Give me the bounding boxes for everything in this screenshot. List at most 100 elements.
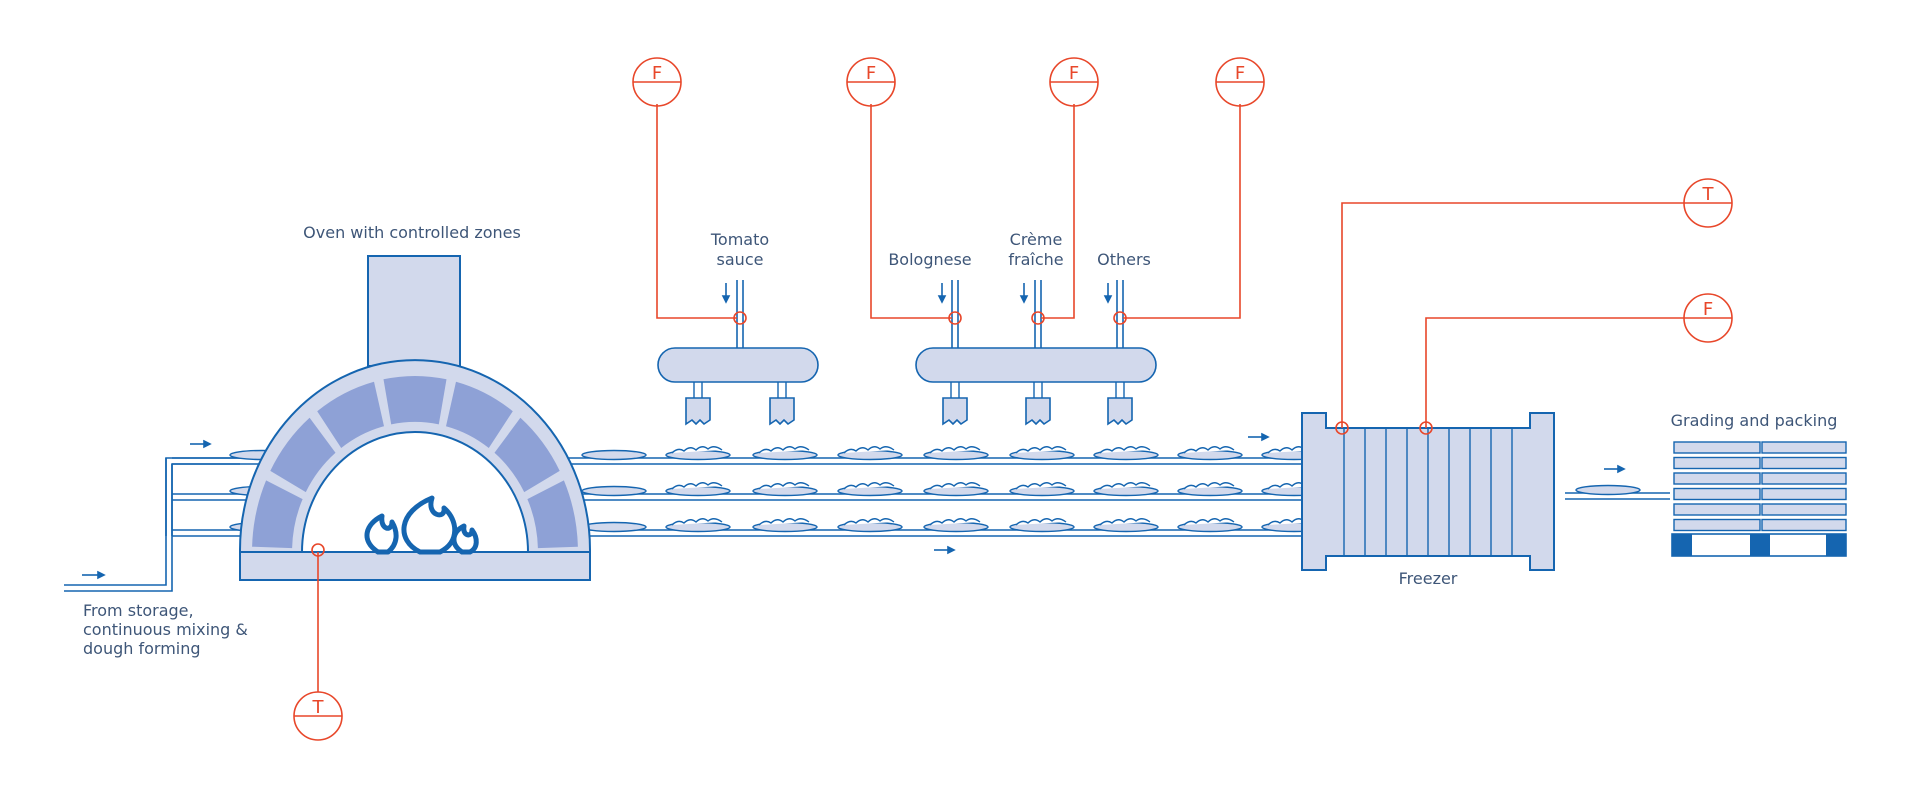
storage-label-line1: From storage, bbox=[83, 601, 194, 620]
packing-box bbox=[1673, 518, 1761, 532]
manifold-tomato bbox=[657, 347, 819, 383]
temperature-sensor-oven: T bbox=[293, 691, 343, 741]
freezer-plates bbox=[1343, 428, 1513, 556]
flow-arrow-icon bbox=[721, 283, 731, 304]
storage-label-line3: dough forming bbox=[83, 639, 201, 658]
oven-brick bbox=[383, 375, 447, 425]
packing-box bbox=[1761, 518, 1847, 532]
oven-inner-opening bbox=[300, 431, 530, 553]
pizza-base bbox=[1177, 518, 1243, 533]
others-label: Others bbox=[1097, 250, 1151, 269]
oven bbox=[239, 255, 591, 581]
dosing-stations bbox=[657, 280, 1157, 426]
pizza-base bbox=[752, 518, 818, 533]
storage-label-line2: continuous mixing & bbox=[83, 620, 248, 639]
pizza-base bbox=[837, 446, 903, 461]
oven-brick bbox=[252, 480, 303, 549]
flow-arrow-icon bbox=[934, 545, 956, 555]
dispensing-nozzle bbox=[769, 382, 795, 426]
pizza-base bbox=[923, 518, 989, 533]
flow-arrow-icon bbox=[937, 283, 947, 304]
oven-label: Oven with controlled zones bbox=[303, 223, 521, 242]
flame-icon bbox=[364, 495, 479, 555]
tomato-sauce-label-line2: sauce bbox=[717, 250, 764, 269]
flow-arrow-icon bbox=[82, 570, 106, 580]
packing-box bbox=[1761, 487, 1847, 501]
inlet-pipe-inner bbox=[64, 463, 240, 592]
pizza-base bbox=[1009, 482, 1075, 497]
pizza-base bbox=[581, 485, 647, 497]
flow-meter-bolognese: F bbox=[846, 57, 896, 107]
flow-arrow-icon bbox=[190, 439, 212, 449]
packing-box bbox=[1673, 441, 1761, 454]
instrument-lines bbox=[317, 104, 1684, 692]
pizza-base bbox=[837, 518, 903, 533]
pizza-base bbox=[1575, 484, 1641, 496]
packing-box bbox=[1761, 472, 1847, 485]
pizza-base bbox=[1093, 482, 1159, 497]
oven-brick bbox=[527, 480, 578, 549]
pizza-base bbox=[665, 446, 731, 461]
pizza-base bbox=[665, 482, 731, 497]
grading-packing-label: Grading and packing bbox=[1671, 411, 1838, 430]
packing-pallet bbox=[1671, 441, 1847, 557]
pizza-base bbox=[581, 449, 647, 461]
pallet-block bbox=[1750, 534, 1770, 556]
packing-boxes bbox=[1673, 441, 1847, 532]
oven-brick bbox=[270, 417, 336, 493]
dispensing-nozzle bbox=[942, 382, 968, 426]
pizza-base bbox=[1177, 446, 1243, 461]
flow-arrows bbox=[82, 283, 1626, 580]
pizza-base bbox=[665, 518, 731, 533]
flow-meter-others: F bbox=[1215, 57, 1265, 107]
flow-meter-freezer: F bbox=[1683, 293, 1733, 343]
creme-fraiche-label-line1: Crème bbox=[1010, 230, 1063, 249]
pizza-base bbox=[581, 521, 647, 533]
flow-meter-tomato: F bbox=[632, 57, 682, 107]
temperature-sensor-label: T bbox=[1702, 184, 1715, 205]
pizza-base bbox=[1009, 518, 1075, 533]
packing-box bbox=[1761, 503, 1847, 516]
packing-box bbox=[1761, 441, 1847, 454]
pizza-base bbox=[1177, 482, 1243, 497]
pallet-block bbox=[1826, 534, 1846, 556]
dispensing-nozzle bbox=[685, 382, 711, 426]
pizza-base bbox=[752, 482, 818, 497]
freezer bbox=[1301, 412, 1555, 571]
tomato-sauce-label-line1: Tomato bbox=[710, 230, 769, 249]
pizza-base bbox=[837, 482, 903, 497]
flow-meter-label: F bbox=[652, 63, 662, 84]
packing-box bbox=[1673, 503, 1761, 516]
pizza-base bbox=[752, 446, 818, 461]
flow-arrow-icon bbox=[1604, 464, 1626, 474]
pallet-block bbox=[1672, 534, 1692, 556]
oven-base bbox=[239, 551, 591, 581]
pizza-base bbox=[1009, 446, 1075, 461]
pizza-base bbox=[923, 446, 989, 461]
flow-arrow-icon bbox=[1019, 283, 1029, 304]
flow-arrow-icon bbox=[1103, 283, 1113, 304]
flow-arrow-icon bbox=[1248, 432, 1270, 442]
oven-chimney bbox=[367, 255, 461, 367]
dispensing-nozzle bbox=[1025, 382, 1051, 426]
packing-box bbox=[1761, 456, 1847, 470]
oven-brick bbox=[494, 417, 560, 493]
labels: Oven with controlled zones Tomato sauce … bbox=[83, 223, 1837, 658]
flow-meter-label: F bbox=[1703, 299, 1713, 320]
temperature-sensor-label: T bbox=[312, 697, 325, 718]
freezer-label: Freezer bbox=[1399, 569, 1458, 588]
creme-fraiche-label-line2: fraîche bbox=[1008, 250, 1063, 269]
inlet-pipe-outer bbox=[64, 457, 240, 586]
packing-box bbox=[1673, 487, 1761, 501]
dispensing-nozzles bbox=[685, 382, 1133, 426]
flow-meter-label: F bbox=[866, 63, 876, 84]
dispensing-nozzle bbox=[1107, 382, 1133, 426]
flow-meter-label: F bbox=[1069, 63, 1079, 84]
pizza-base bbox=[1093, 518, 1159, 533]
oven-brick bbox=[317, 381, 384, 448]
pizza-base bbox=[1093, 446, 1159, 461]
oven-bricks bbox=[252, 375, 578, 549]
packing-box bbox=[1673, 472, 1761, 485]
flow-meter-creme: F bbox=[1049, 57, 1099, 107]
